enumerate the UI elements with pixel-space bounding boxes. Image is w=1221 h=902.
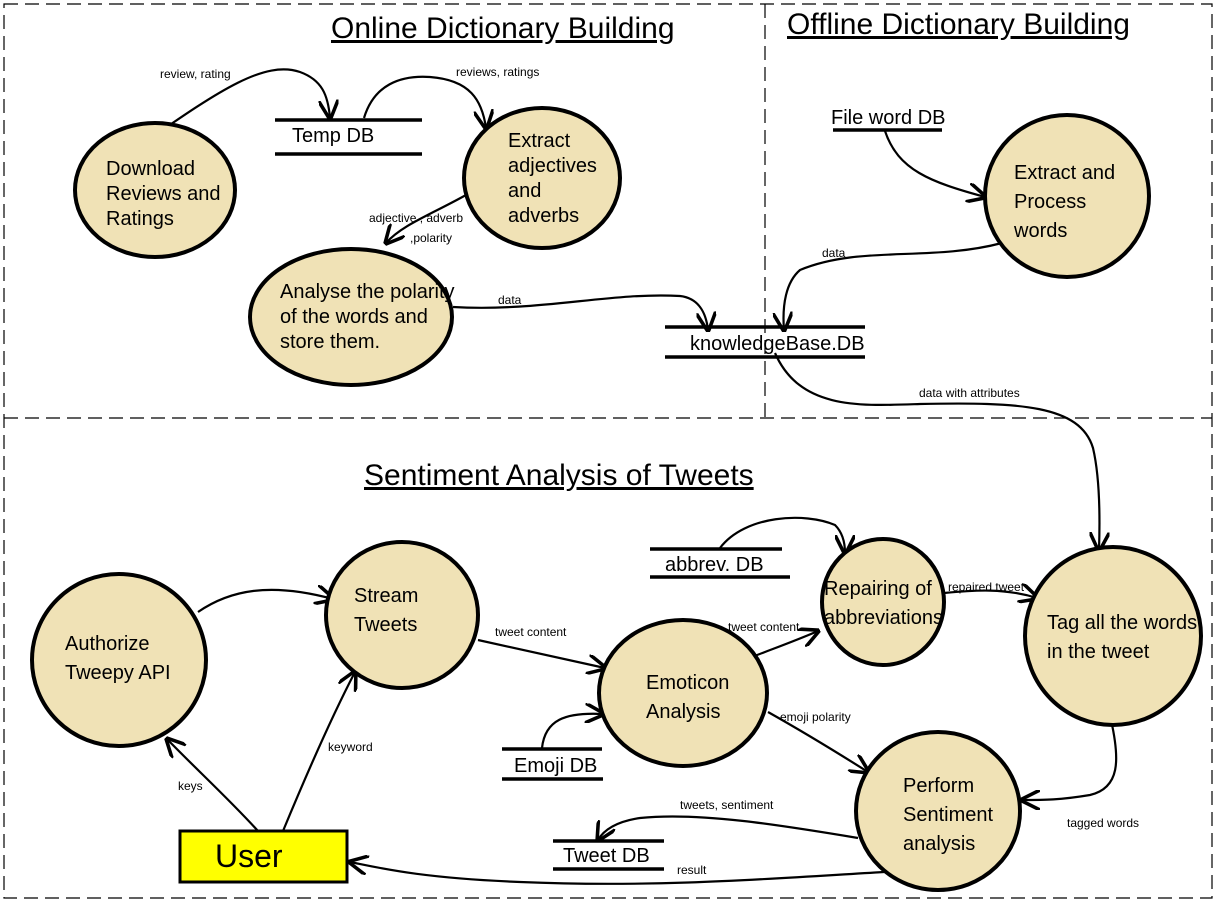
store-label-abbrev-db: abbrev. DB — [665, 554, 764, 576]
process-repair-line-1: Repairing of — [824, 578, 932, 600]
section-title-offline: Offline Dictionary Building — [787, 8, 1130, 41]
process-stream-line-2: Tweets — [354, 614, 417, 636]
store-label-fileword-db: File word DB — [831, 107, 945, 129]
flow-user-to-stream — [281, 672, 355, 832]
process-extract-line-1: Extract — [508, 130, 571, 152]
process-download-line-1: Download — [106, 158, 195, 180]
flow-extract-to-analyse — [386, 194, 467, 243]
entity-user: User — [178, 829, 349, 884]
process-tag-line-2: in the tweet — [1047, 641, 1150, 663]
store-label-tweet-db: Tweet DB — [563, 845, 650, 867]
process-extract-line-2: adjectives — [508, 155, 597, 177]
section-title-online: Online Dictionary Building — [331, 12, 675, 45]
flow-label-keys: keys — [178, 779, 203, 793]
flow-label-adjective-adverb: adjective , adverb — [369, 211, 463, 225]
process-tag-words: Tag all the words in the tweet — [1023, 545, 1203, 727]
flow-label-repaired-tweet: repaired tweet — [948, 580, 1025, 594]
process-extractprocess-line-2: Process — [1014, 191, 1086, 213]
process-authorize-line-1: Authorize — [65, 633, 150, 655]
process-perform-line-2: Sentiment — [903, 804, 993, 826]
flow-label-data-with-attributes: data with attributes — [919, 386, 1020, 400]
flow-label-data-offline: data — [822, 246, 846, 260]
store-label-emoji-db: Emoji DB — [514, 755, 597, 777]
process-emoticon-line-2: Analysis — [646, 701, 720, 723]
store-knowledgebase-db: knowledgeBase.DB — [665, 325, 865, 359]
flow-emoticon-to-perform — [767, 711, 868, 772]
process-analyse-line-3: store them. — [280, 331, 380, 353]
flow-label-result: result — [677, 863, 707, 877]
process-extract-adjectives: Extract adjectives and adverbs — [462, 106, 622, 250]
process-repairing-abbreviations: Repairing of abbreviations — [820, 537, 946, 667]
process-perform-line-1: Perform — [903, 775, 974, 797]
process-repair-line-2: abbreviations — [824, 607, 943, 629]
flow-tempdb-to-extract — [362, 75, 486, 128]
process-download-reviews: Download Reviews and Ratings — [73, 121, 237, 259]
flow-emojidb-to-emoticon — [540, 714, 603, 749]
process-extractprocess-line-1: Extract and — [1014, 162, 1115, 184]
flow-emoticon-to-repair — [751, 631, 818, 659]
flow-perform-to-user — [350, 862, 885, 885]
flow-label-review-rating: review, rating — [160, 67, 231, 81]
process-tag-line-1: Tag all the words — [1047, 612, 1197, 634]
store-label-knowledgebase-db: knowledgeBase.DB — [690, 333, 865, 355]
flow-authorize-to-stream — [197, 590, 333, 613]
flow-label-tagged-words: tagged words — [1067, 816, 1139, 830]
store-tweet-db: Tweet DB — [553, 839, 664, 871]
flow-abbrevdb-to-repair — [719, 516, 845, 553]
process-stream-tweets: Stream Tweets — [324, 540, 480, 690]
process-analyse-polarity: Analyse the polarity of the words and st… — [248, 247, 455, 387]
store-fileword-db: File word DB — [831, 107, 945, 132]
process-perform-sentiment: Perform Sentiment analysis — [854, 730, 1022, 892]
process-analyse-line-2: of the words and — [280, 306, 428, 328]
flow-repair-to-tag — [943, 591, 1037, 598]
flow-label-polarity: ,polarity — [410, 231, 452, 245]
process-download-line-2: Reviews and — [106, 183, 221, 205]
process-extract-line-4: adverbs — [508, 205, 579, 227]
process-perform-line-3: analysis — [903, 833, 975, 855]
flow-extractprocess-to-knowledgebase — [784, 241, 1003, 330]
flow-fileword-to-extractprocess — [883, 130, 985, 197]
process-authorize-line-2: Tweepy API — [65, 662, 171, 684]
flow-tag-to-perform — [1022, 719, 1118, 800]
flow-label-data-online: data — [498, 293, 522, 307]
flow-analyse-to-knowledgebase — [452, 294, 708, 330]
store-emoji-db: Emoji DB — [502, 747, 603, 781]
process-extract-line-3: and — [508, 180, 541, 202]
flow-label-tweet-content-1: tweet content — [495, 625, 567, 639]
process-stream-line-1: Stream — [354, 585, 418, 607]
flow-stream-to-emoticon — [477, 638, 605, 668]
store-label-temp-db: Temp DB — [292, 125, 374, 147]
process-authorize-tweepy: Authorize Tweepy API — [30, 572, 208, 748]
process-extract-and-process: Extract and Process words — [983, 113, 1151, 279]
section-title-sentiment: Sentiment Analysis of Tweets — [364, 459, 754, 492]
entity-user-label: User — [215, 838, 283, 874]
flow-knowledgebase-to-tag — [773, 352, 1099, 550]
flow-label-tweet-content-2: tweet content — [728, 620, 800, 634]
process-emoticon-analysis: Emoticon Analysis — [597, 618, 769, 768]
process-emoticon-line-1: Emoticon — [646, 672, 729, 694]
store-temp-db: Temp DB — [275, 118, 422, 156]
flow-label-keyword: keyword — [328, 740, 373, 754]
flow-user-to-authorize — [167, 739, 259, 832]
flow-perform-to-tweetdb — [598, 815, 859, 840]
process-extractprocess-line-3: words — [1013, 220, 1067, 242]
flow-label-emoji-polarity: emoji polarity — [780, 710, 851, 724]
process-analyse-line-1: Analyse the polarity — [280, 281, 455, 303]
store-abbrev-db: abbrev. DB — [650, 547, 790, 579]
flow-label-reviews-ratings: reviews, ratings — [456, 65, 539, 79]
flow-download-to-tempdb — [147, 68, 330, 141]
process-download-line-3: Ratings — [106, 208, 174, 230]
flow-label-tweets-sentiment: tweets, sentiment — [680, 798, 774, 812]
